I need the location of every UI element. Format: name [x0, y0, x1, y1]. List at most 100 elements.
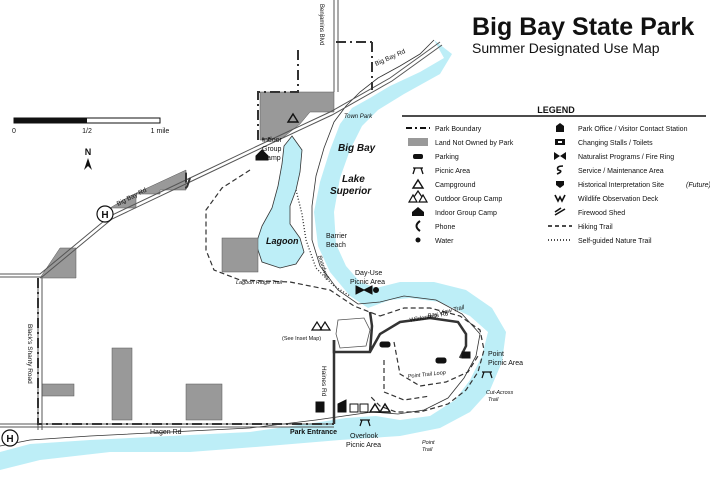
scale-bar: 0 1/2 1 mile [12, 117, 169, 135]
town-park-tent-icon [286, 112, 300, 123]
legend-label: Outdoor Group Camp [435, 196, 502, 203]
hiking-trails [205, 169, 485, 413]
entrance-tent-icon-1 [368, 402, 382, 413]
barrier-beach-line-1: Barrier [326, 233, 348, 240]
town-park-parcel [259, 91, 335, 141]
office-icon [556, 123, 564, 132]
legend-row: Service / Maintenance Area [556, 165, 664, 175]
lagoon-label: Lagoon [266, 236, 299, 246]
indoor-group-camp-line-2: Group [262, 146, 282, 153]
picnic-table-icon [412, 167, 424, 175]
legend-row: Picnic Area [412, 167, 470, 175]
legend-row: Self-guided Nature Trail [548, 238, 652, 245]
map-subtitle: Summer Designated Use Map [472, 40, 660, 56]
overlook-picnic-line-2: Picnic Area [346, 442, 381, 449]
parcel-south-3 [185, 383, 223, 421]
point-trail-line-2: Trail [422, 447, 433, 453]
parking-car-icon [379, 341, 391, 348]
legend-label: Water [435, 238, 454, 245]
legend-label: Changing Stalls / Toilets [578, 140, 653, 147]
wilderness-road [332, 311, 468, 359]
water-dot-icon [415, 237, 421, 243]
scale-mid-label: 1/2 [82, 128, 92, 135]
park-office-icon [315, 401, 325, 413]
legend-label: Land Not Owned by Park [435, 140, 514, 147]
big-bay-label: Big Bay [338, 143, 376, 154]
highway-marker-south: H [1, 429, 19, 447]
legend-label: Campground [435, 182, 476, 189]
day-use-bowtie-icon [355, 285, 373, 295]
legend-label: Firewood Shed [578, 210, 625, 217]
park-boundary [37, 41, 373, 425]
firewood-icon [554, 207, 566, 216]
bay-view-trail [369, 307, 485, 413]
legend-row: Park Boundary [406, 126, 482, 133]
inset-group-camp-icon [310, 320, 332, 331]
legend-row: Hiking Trail [548, 224, 613, 231]
interp-icon [556, 181, 564, 188]
group-tent-icon [407, 189, 429, 203]
barrier-beach-line-2: Beach [326, 242, 346, 249]
legend-label: Service / Maintenance Area [578, 168, 664, 175]
cut-across-trail-line-1: Cut-Across [486, 390, 513, 396]
legend-row: Indoor Group Camp [412, 207, 497, 217]
legend-label: Hiking Trail [578, 224, 613, 231]
legend-row: Outdoor Group Camp [407, 189, 502, 203]
point-parking-car-icon [435, 357, 447, 364]
lagoon-water [255, 135, 305, 269]
parcel-road-1 [39, 247, 77, 279]
campground-loop [335, 317, 371, 349]
cut-across-trail-line-2: Trail [488, 397, 499, 403]
service-icon [556, 165, 564, 175]
legend-row: Campground [411, 178, 476, 189]
indoor-camp-cabin-icon [255, 149, 269, 161]
north-arrow-icon [84, 158, 92, 170]
point-trail-loop-label: Point Trail Loop [408, 370, 447, 380]
legend-label: Phone [435, 224, 455, 231]
benjamins-blvd-label: Benjamins Blvd [318, 4, 324, 45]
inner-trail [383, 360, 431, 401]
see-inset-label: (See Inset Map) [282, 336, 321, 342]
entrance-service-icon [337, 399, 347, 413]
legend-row: Naturalist Programs / Fire Ring [554, 152, 674, 161]
legend-label: Picnic Area [435, 168, 470, 175]
legend-label: Naturalist Programs / Fire Ring [578, 154, 674, 161]
day-use-picnic-line-1: Day-Use [355, 270, 382, 277]
parcel-south-1 [41, 383, 75, 397]
point-picnic-line-2: Picnic Area [488, 360, 523, 367]
overlook-picnic-line-1: Overlook [350, 433, 379, 440]
indoor-group-camp-line-1: Indoor [262, 137, 283, 144]
indoor-group-camp-line-3: Camp [262, 155, 281, 162]
lagoon-ridge-trail-label: Lagoon Ridge Trail [236, 280, 283, 286]
land-not-owned-parcels [39, 91, 335, 421]
legend-row: Phone [415, 220, 455, 232]
highway-marker-label: H [101, 210, 108, 221]
legend-row: Historical Interpretation Site(Future) [556, 181, 710, 189]
north-label: N [85, 147, 92, 157]
legend-row: Parking [413, 154, 459, 161]
entrance-stalls-icon-1 [349, 403, 359, 413]
big-bay-road [0, 41, 441, 275]
legend-row: Park Office / Visitor Contact Station [556, 123, 688, 133]
legend-right-column: Park Office / Visitor Contact StationCha… [548, 123, 710, 245]
legend-row: Water [415, 237, 454, 245]
point-stalls-icon [461, 351, 471, 359]
car-icon [413, 154, 423, 159]
blacks-shanty-road-label: Black's Shanty Road [26, 324, 33, 384]
day-use-water-icon [373, 287, 379, 293]
legend-label: Wildlife Observation Deck [578, 196, 659, 203]
scale-start-label: 0 [12, 128, 16, 135]
overlook-picnic-icon [359, 419, 371, 427]
legend-label: Park Office / Visitor Contact Station [578, 126, 688, 133]
map-title: Big Bay State Park [472, 13, 694, 41]
highway-marker-north: H [96, 205, 114, 223]
gray-box [408, 138, 428, 146]
legend-label: Historical Interpretation Site [578, 182, 664, 189]
lake-superior-line-1: Lake [342, 174, 365, 185]
legend-label: Parking [435, 154, 459, 161]
day-use-picnic-line-2: Picnic Area [350, 279, 385, 286]
point-trail-line-1: Point [422, 440, 435, 446]
town-park-label: Town Park [344, 114, 373, 120]
